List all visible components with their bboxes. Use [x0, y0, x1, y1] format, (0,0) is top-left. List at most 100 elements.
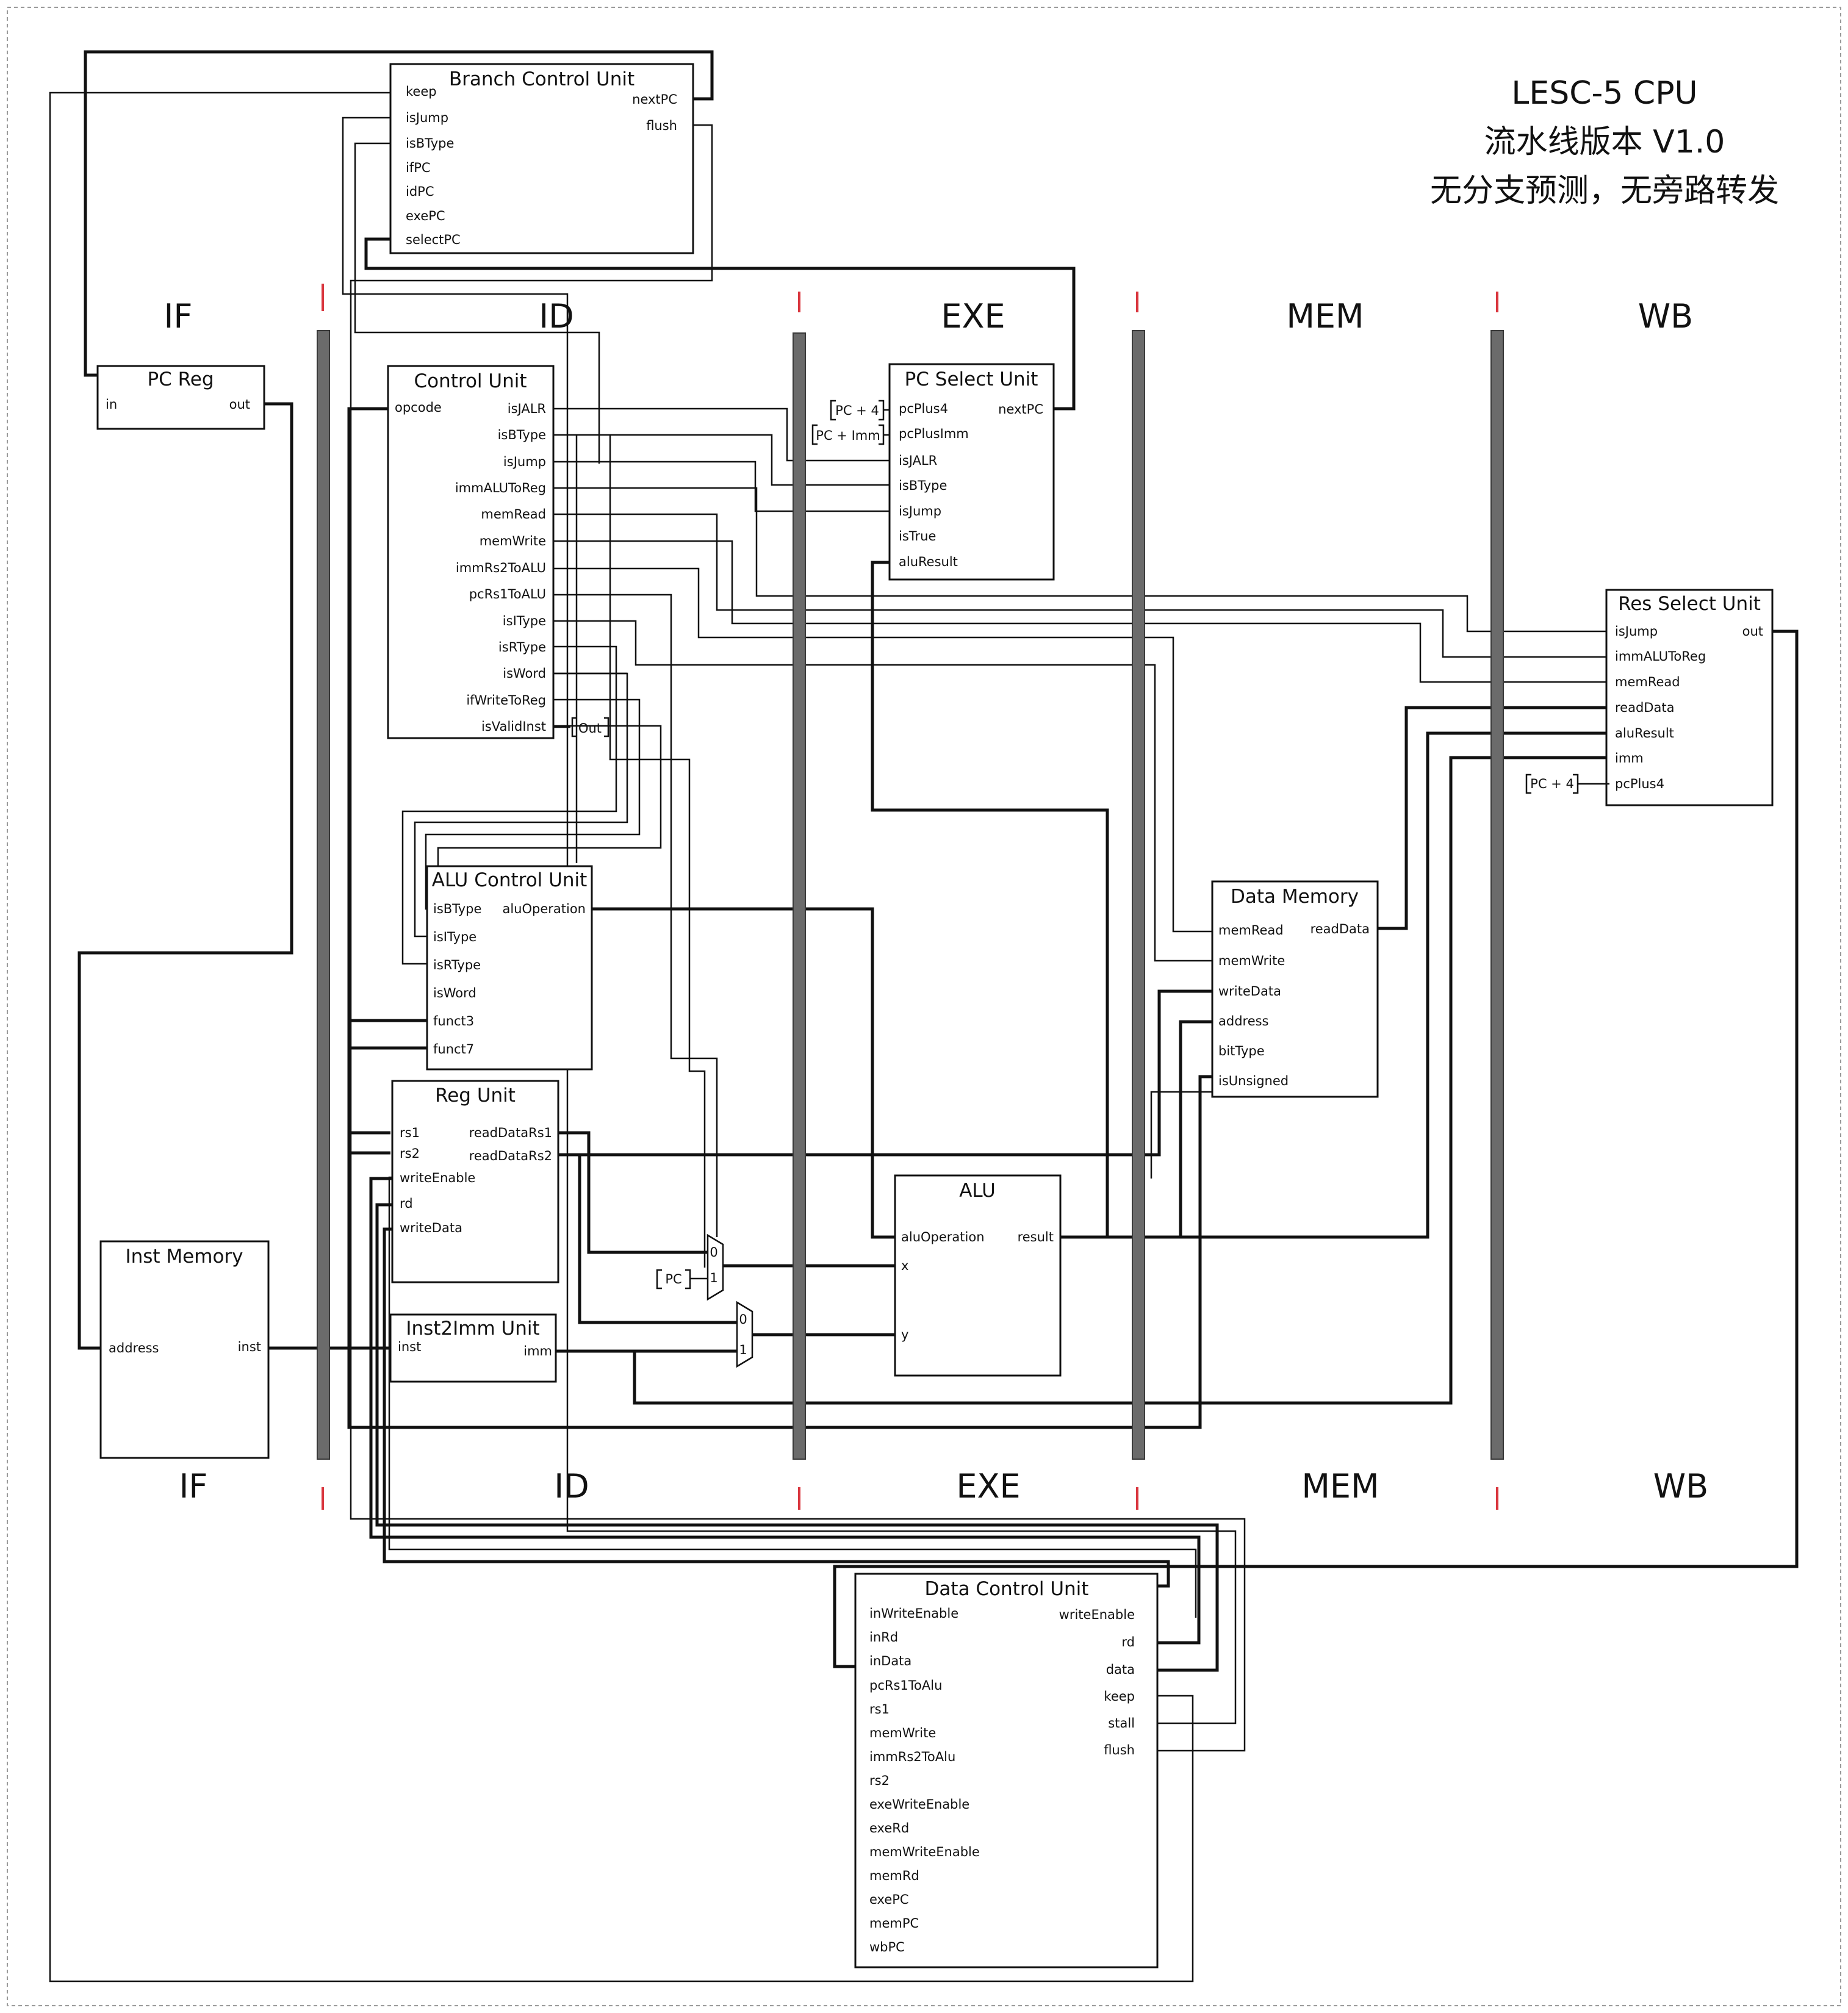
port-memread: memRead: [1218, 923, 1284, 938]
stage-label-mem: MEM: [1286, 297, 1364, 336]
data-control-unit-box: [854, 1573, 1159, 1968]
port-imm: imm: [523, 1344, 552, 1358]
port-flush: flush: [646, 118, 677, 133]
port-isjalr: isJALR: [899, 453, 937, 468]
port-ifpc: ifPC: [406, 160, 431, 175]
port-idpc: idPC: [406, 184, 434, 199]
port-keep: keep: [1104, 1689, 1135, 1704]
port-isitype: isIType: [503, 614, 546, 628]
control-unit: Control Unit opcode isJALR isBType isJum…: [387, 365, 555, 739]
stage-label-id: ID: [539, 297, 574, 336]
port-pcplus4: pcPlus4: [1615, 777, 1664, 791]
inst2imm-unit: Inst2Imm Unit inst imm: [389, 1313, 557, 1383]
pc-select-unit-title: PC Select Unit: [905, 368, 1038, 390]
alu-control-unit-title: ALU Control Unit: [432, 869, 588, 891]
reg-unit-box: [391, 1080, 559, 1283]
stage-labels-bottom: IF ID EXE MEM WB: [179, 1467, 1709, 1505]
port-address: address: [109, 1341, 159, 1355]
title-line-1: LESC-5 CPU: [1511, 75, 1697, 112]
inst2imm-unit-title: Inst2Imm Unit: [406, 1318, 539, 1340]
branch-control-unit-title: Branch Control Unit: [449, 68, 635, 90]
port-istrue: isTrue: [899, 529, 936, 544]
port-memrd: memRd: [869, 1868, 919, 1883]
const-pc-label: PC: [665, 1272, 681, 1286]
port-isjalr: isJALR: [508, 401, 546, 416]
port-indata: inData: [869, 1654, 911, 1668]
port-readdata: readData: [1615, 700, 1674, 715]
port-isbtype: isBType: [406, 136, 454, 151]
inst-memory-title: Inst Memory: [125, 1246, 243, 1268]
port-pcplus4: pcPlus4: [899, 401, 948, 416]
port-isjump: isJump: [1615, 624, 1658, 639]
port-inrd: inRd: [869, 1630, 898, 1645]
control-unit-title: Control Unit: [414, 370, 527, 392]
port-out: out: [1742, 624, 1763, 639]
pc-reg-box: [96, 365, 265, 430]
title-line-3: 无分支预测，无旁路转发: [1430, 173, 1779, 209]
alu-box: [894, 1174, 1062, 1377]
title-line-2: 流水线版本 V1.0: [1484, 124, 1725, 160]
stage-label-wb: WB: [1638, 297, 1693, 336]
stage-label-if-bottom: IF: [179, 1467, 208, 1505]
const-pc-plus-imm-label: PC + Imm: [816, 428, 880, 443]
pc-reg: PC Reg in out: [96, 365, 265, 430]
control-unit-box: [387, 365, 555, 739]
port-nextpc: nextPC: [632, 92, 677, 107]
const-pc-plus-4-label: PC + 4: [835, 403, 879, 418]
port-nextpc: nextPC: [998, 402, 1043, 417]
port-rd: rd: [1121, 1635, 1135, 1649]
const-pc: PC: [656, 1269, 708, 1290]
port-stall: stall: [1108, 1716, 1135, 1731]
data-control-unit: Data Control Unit inWriteEnable inRd inD…: [854, 1573, 1159, 1968]
reg-unit-title: Reg Unit: [435, 1085, 516, 1107]
stage-labels-top: IF ID EXE MEM WB: [164, 297, 1694, 336]
pipeline-register-id-exe: [793, 332, 806, 1460]
mux-y-input-0: 0: [739, 1312, 747, 1327]
mux-y: 0 1: [736, 1301, 753, 1368]
port-x: x: [901, 1258, 908, 1273]
port-aluresult: aluResult: [899, 554, 958, 569]
port-isrtype: isRType: [498, 640, 546, 655]
port-funct7: funct7: [433, 1042, 474, 1057]
port-exewriteenable: exeWriteEnable: [869, 1797, 969, 1812]
reg-unit: Reg Unit rs1 rs2 writeEnable rd writeDat…: [391, 1080, 559, 1283]
pipeline-register-mem-wb: [1490, 330, 1504, 1460]
port-immalutoreg: immALUToReg: [455, 481, 546, 495]
port-readdata: readData: [1310, 922, 1370, 936]
port-keep: keep: [406, 84, 437, 99]
alu-title: ALU: [959, 1180, 996, 1202]
port-inwriteenable: inWriteEnable: [869, 1606, 958, 1621]
port-immalutoreg: immALUToReg: [1615, 649, 1706, 664]
port-mempc: memPC: [869, 1916, 919, 1931]
stage-label-wb-bottom: WB: [1653, 1467, 1708, 1505]
branch-control-unit: Branch Control Unit keep isJump isBType …: [389, 63, 694, 254]
port-writedata: writeData: [400, 1221, 462, 1235]
pipeline-register-if-id: [317, 330, 330, 1460]
port-isvalidinst: isValidInst: [481, 719, 546, 734]
res-select-unit: Res Select Unit isJump immALUToReg memRe…: [1605, 589, 1774, 806]
const-pc-plus-4-top: PC + 4: [830, 400, 890, 421]
mux-x: 0 1: [706, 1233, 724, 1301]
port-exepc: exePC: [406, 209, 445, 223]
port-wbpc: wbPC: [869, 1940, 905, 1954]
alu-control-unit-box: [426, 865, 593, 1071]
port-out: out: [229, 397, 250, 412]
port-isunsigned: isUnsigned: [1218, 1074, 1289, 1088]
port-pcplusimm: pcPlusImm: [899, 426, 969, 441]
pc-reg-title: PC Reg: [147, 368, 214, 390]
port-rs2: rs2: [869, 1773, 890, 1788]
data-memory-box: [1211, 880, 1379, 1098]
port-isrtype: isRType: [433, 958, 481, 972]
port-result: result: [1018, 1230, 1054, 1244]
port-aluresult: aluResult: [1615, 726, 1674, 741]
port-memread: memRead: [1615, 675, 1680, 689]
data-memory-title: Data Memory: [1231, 886, 1359, 908]
bold-wires: [77, 50, 1799, 1672]
port-aluoperation: aluOperation: [901, 1230, 985, 1244]
port-isbtype: isBType: [899, 478, 947, 493]
port-exepc: exePC: [869, 1892, 909, 1907]
res-select-unit-box: [1605, 589, 1774, 806]
data-memory: Data Memory memRead memWrite writeData a…: [1211, 880, 1379, 1098]
mux-x-input-1: 1: [710, 1271, 717, 1285]
mux-y-shape: [736, 1301, 753, 1368]
